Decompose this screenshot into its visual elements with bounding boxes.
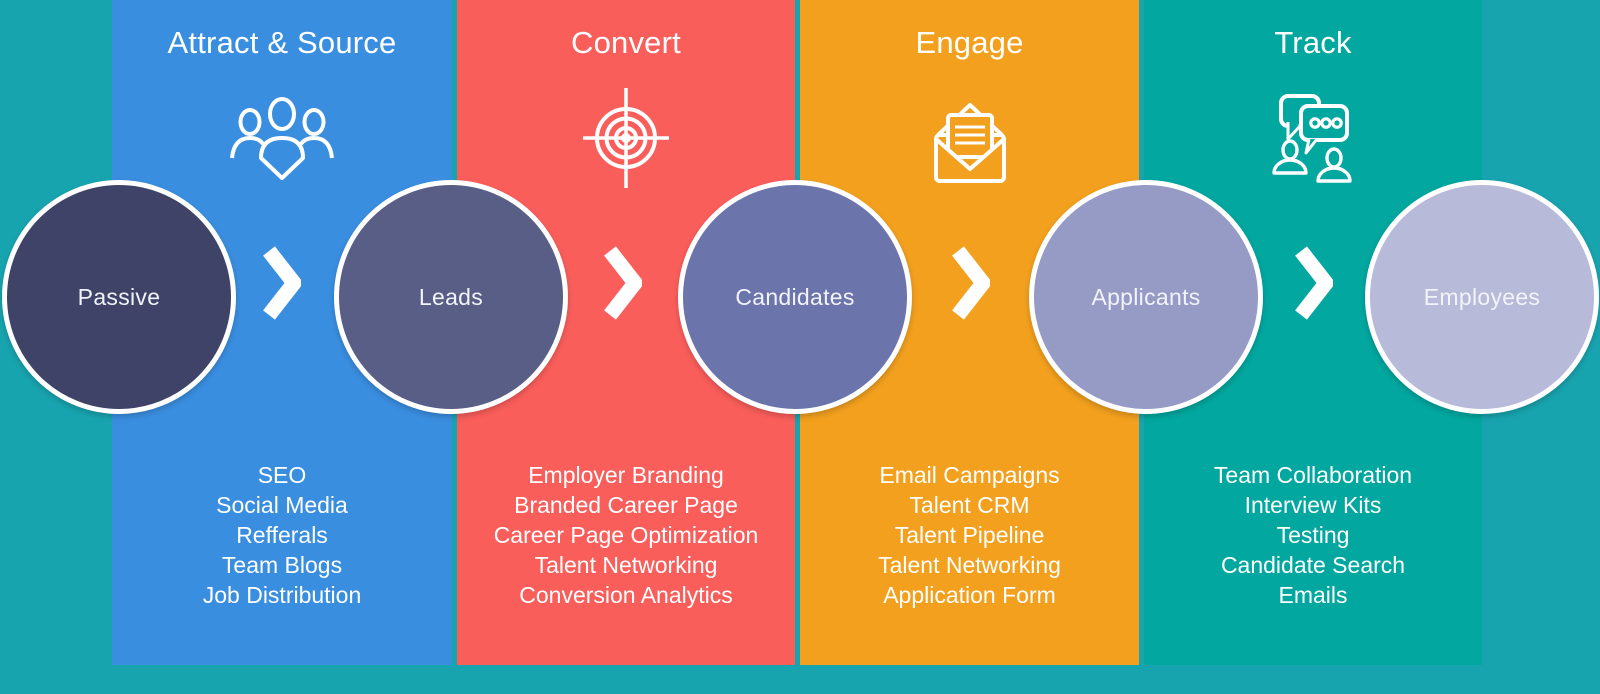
stage-capability-list: SEO Social Media Refferals Team Blogs Jo… [112,460,452,610]
chevron-right-icon [1295,246,1336,320]
list-item: Career Page Optimization [493,522,759,548]
funnel-circle-employees: Employees [1365,180,1599,414]
funnel-circle-passive: Passive [2,180,236,414]
stage-icon-wrap [457,84,795,192]
stage-title: Convert [571,25,681,60]
funnel-stage-label: Applicants [1091,283,1201,310]
list-item: Social Media [216,492,348,518]
chevron-right-icon [604,246,645,320]
funnel-circle-candidates: Candidates [678,180,912,414]
chevron-right-icon [952,246,993,320]
funnel-stage-label: Candidates [735,283,855,310]
stage-title: Attract & Source [167,25,397,60]
list-item: Testing [1276,522,1350,548]
list-item: Branded Career Page [514,492,738,518]
list-item: Job Distribution [202,582,362,608]
stage-title: Track [1274,25,1352,60]
list-item: Interview Kits [1244,492,1382,518]
chat-people-icon [1272,94,1352,183]
stage-icon-wrap [800,84,1139,192]
funnel-circle-applicants: Applicants [1029,180,1263,414]
funnel-circle-leads: Leads [334,180,568,414]
list-item: Email Campaigns [879,462,1060,488]
funnel-stage-label: Leads [418,283,484,310]
stage-icon-wrap [1144,84,1482,192]
funnel-stage-label: Employees [1423,283,1541,310]
funnel-stage-label: Passive [77,283,161,310]
envelope-icon [933,103,1006,183]
chevron-right-icon [263,246,304,320]
list-item: Talent Pipeline [894,522,1045,548]
stage-icon-wrap [112,84,452,192]
list-item: Team Blogs [221,552,343,578]
stage-capability-list: Team Collaboration Interview Kits Testin… [1144,460,1482,610]
list-item: Employer Branding [528,462,724,488]
list-item: SEO [257,462,307,488]
list-item: Application Form [883,582,1056,608]
list-item: Conversion Analytics [519,582,733,608]
stage-capability-list: Email Campaigns Talent CRM Talent Pipeli… [800,460,1139,610]
stage-title: Engage [915,25,1024,60]
list-item: Team Collaboration [1213,462,1413,488]
target-icon [583,88,669,188]
list-item: Talent Networking [534,552,718,578]
list-item: Candidate Search [1220,552,1406,578]
list-item: Emails [1278,582,1348,608]
list-item: Talent Networking [878,552,1061,578]
list-item: Refferals [236,522,328,548]
stage-capability-list: Employer Branding Branded Career Page Ca… [457,460,795,610]
list-item: Talent CRM [909,492,1030,518]
people-group-icon [230,97,334,180]
